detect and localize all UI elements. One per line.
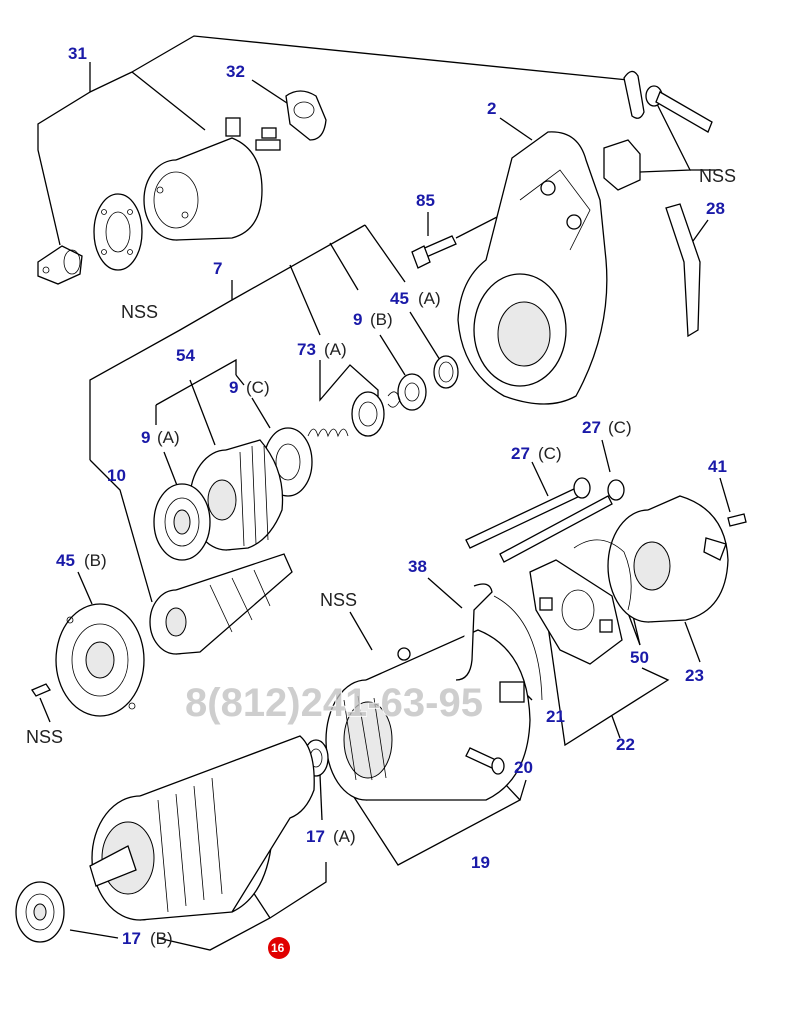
callout-9c[interactable]: 9 [229, 378, 238, 397]
callout-16[interactable]: 16 [271, 941, 285, 955]
callout-9b[interactable]: 9 [353, 310, 362, 329]
callout-45b-suffix: (B) [84, 551, 107, 570]
callout-27-lower[interactable]: 27 [511, 444, 530, 463]
callout-21[interactable]: 21 [546, 707, 565, 726]
part-lever-28 [665, 203, 701, 338]
part-screw-20 [465, 747, 505, 775]
callout-17a-suffix: (A) [333, 827, 356, 846]
callout-41[interactable]: 41 [708, 457, 727, 476]
callout-16-highlight[interactable] [268, 937, 290, 959]
callout-22[interactable]: 22 [616, 735, 635, 754]
callout-23[interactable]: 23 [685, 666, 704, 685]
callout-45b[interactable]: 45 [56, 551, 75, 570]
callout-45a[interactable]: 45 [390, 289, 409, 308]
part-screw-left [31, 683, 51, 697]
nss-label-yoke: NSS [320, 590, 357, 610]
part-gasket-plate [93, 193, 143, 271]
callout-labels: 31 32 2 85 28 7 54 73 (A) 9 (B) 45 (A) 9… [56, 44, 727, 959]
callout-9c-suffix: (C) [246, 378, 270, 397]
callout-10[interactable]: 10 [107, 466, 126, 485]
callout-85[interactable]: 85 [416, 191, 435, 210]
callout-73[interactable]: 73 [297, 340, 316, 359]
part-brush-holder-22 [529, 559, 623, 665]
part-spring-50 [573, 539, 632, 611]
part-clip [387, 391, 401, 408]
part-thru-bolt-27a [465, 477, 591, 549]
phone-watermark: 8(812)241-63-95 [185, 681, 483, 725]
part-nss-block [603, 139, 641, 191]
part-bearing-17b [15, 881, 65, 943]
part-bearing-9a [153, 483, 211, 561]
callout-20[interactable]: 20 [514, 758, 533, 777]
callout-9a-suffix: (A) [157, 428, 180, 447]
part-solenoid [143, 117, 281, 241]
callout-73-suffix: (A) [324, 340, 347, 359]
part-wire-38 [455, 583, 543, 701]
callout-38[interactable]: 38 [408, 557, 427, 576]
callout-19[interactable]: 19 [471, 853, 490, 872]
part-plunger [37, 245, 83, 285]
part-flange-45b [55, 603, 145, 717]
callout-17b[interactable]: 17 [122, 929, 141, 948]
part-terminal-21 [499, 681, 525, 703]
part-drive-housing [457, 131, 608, 405]
callout-2[interactable]: 2 [487, 99, 496, 118]
nss-label-solenoid: NSS [121, 302, 158, 322]
part-armature-16 [89, 735, 315, 921]
callout-17b-suffix: (B) [150, 929, 173, 948]
callout-27-upper-suffix: (C) [608, 418, 632, 437]
part-boot [285, 90, 327, 141]
part-ring-45a [433, 355, 459, 389]
callout-27-lower-suffix: (C) [538, 444, 562, 463]
nss-labels: NSS NSS NSS NSS [26, 166, 736, 747]
callout-54[interactable]: 54 [176, 346, 195, 365]
part-bearing-9b [397, 373, 427, 411]
part-end-cover-23 [607, 495, 729, 623]
callout-32[interactable]: 32 [226, 62, 245, 81]
part-bolt-85 [411, 235, 457, 269]
part-lever-clip [623, 70, 713, 133]
callout-28[interactable]: 28 [706, 199, 725, 218]
callout-45a-suffix: (A) [418, 289, 441, 308]
callout-27-upper[interactable]: 27 [582, 418, 601, 437]
callout-9a[interactable]: 9 [141, 428, 150, 447]
callout-17a[interactable]: 17 [306, 827, 325, 846]
nss-label-left-screw: NSS [26, 727, 63, 747]
nss-label-top-right: NSS [699, 166, 736, 186]
callout-9b-suffix: (B) [370, 310, 393, 329]
part-bearing-73 [351, 391, 385, 437]
part-pinion-10 [149, 553, 293, 655]
callout-31[interactable]: 31 [68, 44, 87, 63]
callout-50[interactable]: 50 [630, 648, 649, 667]
callout-7[interactable]: 7 [213, 259, 222, 278]
part-screw-41 [727, 513, 747, 527]
part-thru-bolt-27b [499, 479, 625, 563]
part-spring [307, 428, 349, 438]
